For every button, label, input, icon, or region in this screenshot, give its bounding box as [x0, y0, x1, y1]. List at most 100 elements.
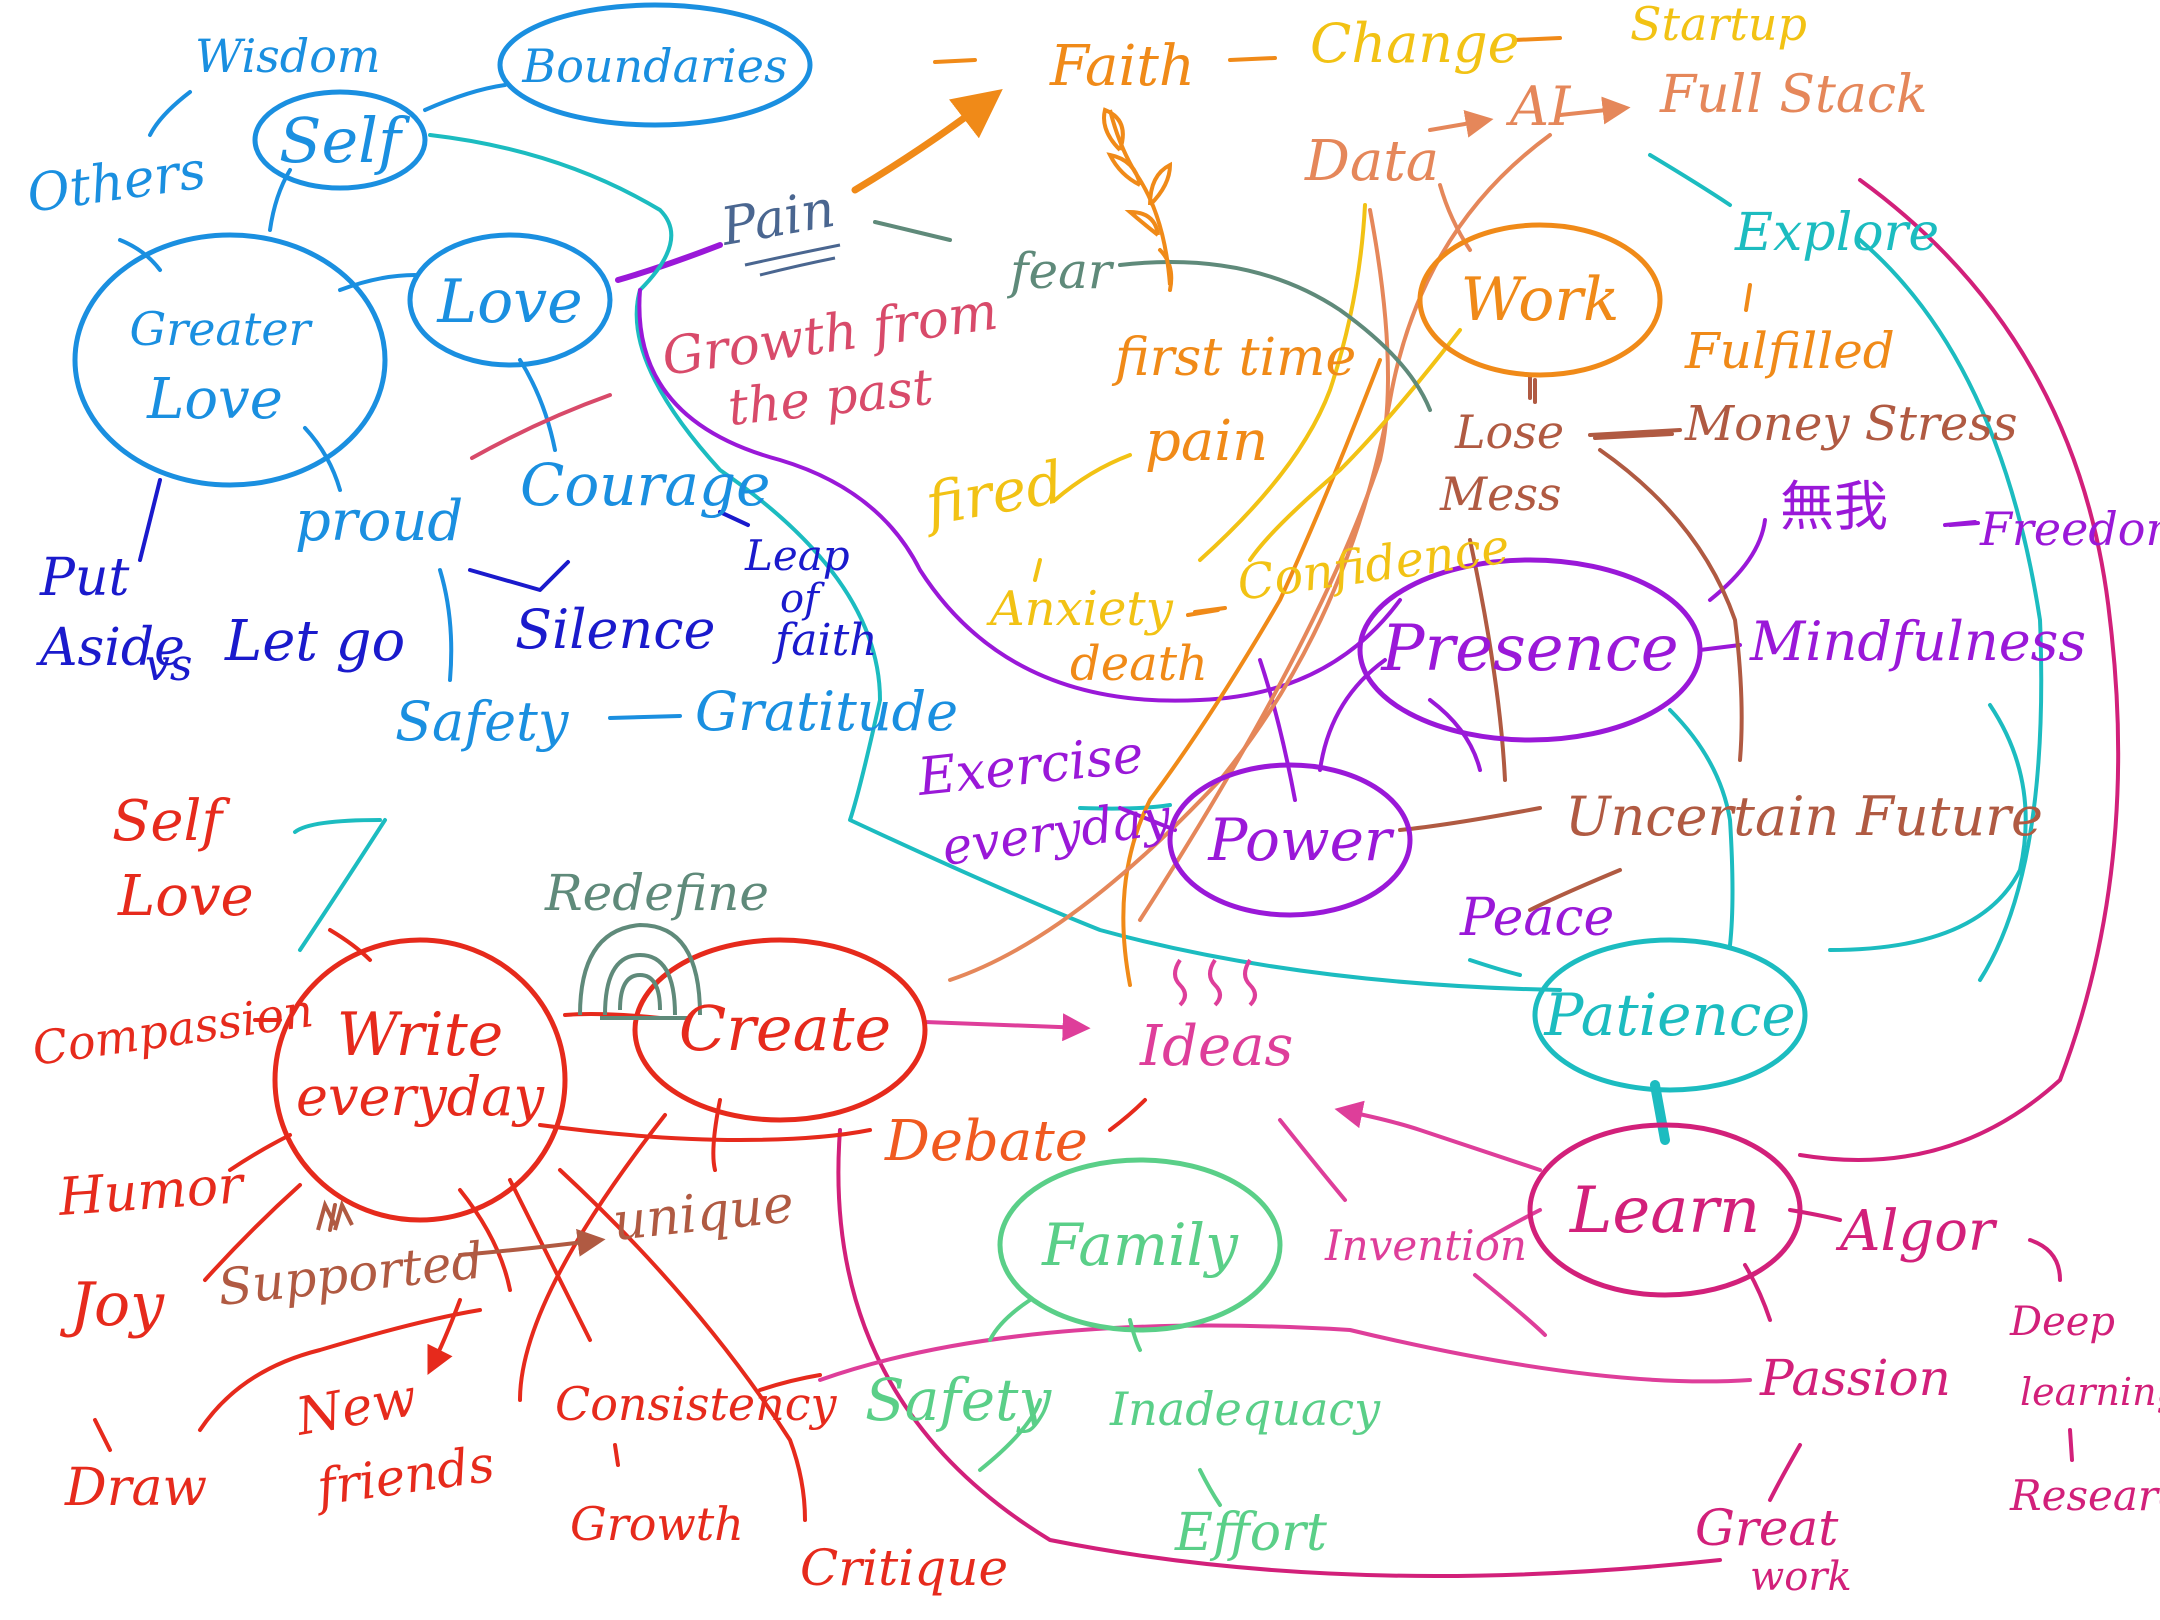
link-data-work: [1438, 183, 1472, 252]
label-supported: Supported: [215, 1231, 486, 1317]
label-critique: Critique: [800, 1539, 1008, 1597]
link-self-greaterlove: [268, 168, 292, 232]
red-write-down: [458, 1188, 512, 1292]
label-startup: Startup: [1630, 0, 1807, 51]
label-explore: Explore: [1734, 203, 1939, 263]
label-vs: vs: [145, 640, 192, 691]
label-safety: Safety: [395, 690, 570, 753]
family-ellipse: [997, 1157, 1283, 1333]
green-safety-down: [978, 1398, 1042, 1472]
label-freedom: Freedom: [1979, 502, 2160, 556]
label-research: Research: [2009, 1471, 2160, 1520]
arrow-pain-faith: [851, 89, 1003, 194]
label-money-stress: Money Stress: [1684, 396, 2018, 452]
pink-inv-down: [1473, 1273, 1547, 1337]
supported-arrows-icon: [316, 1199, 354, 1231]
presence-ellipse: [1357, 557, 1703, 743]
learn-ellipse: [1527, 1122, 1803, 1298]
pink-family-passion: [818, 1323, 1752, 1384]
label-pain: Pain: [716, 179, 839, 258]
love-ellipse: [407, 232, 613, 368]
link-data-ai: [1428, 110, 1494, 138]
label-great: Great: [1695, 1499, 1839, 1557]
gray-fear-lose: [1118, 260, 1432, 412]
node-greater-love-1: Greater: [129, 302, 313, 356]
node-write-2: everyday: [296, 1065, 546, 1128]
label-joy: Joy: [59, 1270, 165, 1340]
label-mindfulness: Mindfulness: [1749, 610, 2086, 673]
red-draw-loop: [198, 1308, 482, 1432]
node-create: Create: [679, 992, 891, 1065]
red-consist-growth: [613, 1443, 620, 1467]
red-selflove-write: [328, 928, 372, 962]
green-family-inad: [1128, 1318, 1142, 1352]
purple-presence-power2: [1318, 658, 1387, 772]
label-draw: Draw: [64, 1458, 207, 1518]
teal-presence-patience: [1668, 708, 1735, 947]
link-others-greaterlove: [118, 238, 162, 272]
label-death: death: [1070, 636, 1208, 692]
free-labels: Wisdom Others proud Courage Put Aside vs…: [23, 0, 2160, 1600]
purple-presence-freedom: [1708, 518, 1767, 602]
pink-create-ideas: [923, 1013, 1091, 1042]
write-ellipse: [272, 937, 568, 1223]
label-debate: Debate: [884, 1109, 1088, 1174]
connectors: [93, 36, 2121, 1578]
power-ellipse: [1167, 762, 1413, 918]
link-fulfilled-explore: [1744, 283, 1752, 312]
purple-presence-power: [1258, 658, 1297, 802]
yellow-work-down: [1248, 328, 1462, 562]
node-power: Power: [1207, 806, 1395, 874]
label-proud: proud: [295, 489, 463, 554]
label-aside: Aside: [36, 618, 185, 678]
self-ellipse: [252, 89, 428, 191]
label-mess: Mess: [1439, 467, 1562, 521]
red-debate-ideas: [1108, 1098, 1147, 1132]
link-courage-leap: [718, 510, 750, 527]
label-compassion: Compassion: [29, 983, 316, 1076]
label-algor: Algor: [1835, 1199, 1998, 1264]
magenta-learn-passion: [1743, 1263, 1772, 1322]
sprout-icon: [1102, 107, 1173, 286]
teal-self-to-write: [298, 818, 387, 952]
label-pain2: pain: [1145, 409, 1268, 474]
node-presence: Presence: [1380, 612, 1678, 686]
link-greaterlove-love: [338, 273, 417, 292]
node-boundaries: Boundaries: [521, 39, 787, 93]
label-deep: Deep: [2009, 1299, 2115, 1345]
label-work-bottom: work: [1750, 1554, 1852, 1600]
label-passion: Passion: [1759, 1349, 1951, 1407]
node-work: Work: [1461, 265, 1620, 335]
red-write-consistency: [508, 1178, 592, 1342]
redefine-arches-icon: [578, 922, 702, 1020]
pain-underline: [744, 243, 841, 277]
node-patience: Patience: [1543, 981, 1795, 1049]
link-uncertain-peace: [1528, 868, 1622, 912]
label-gratitude: Gratitude: [695, 680, 958, 743]
patience-ellipse: [1532, 937, 1808, 1093]
purple-presence-mindful: [1698, 643, 1742, 652]
create-ellipse: [632, 937, 928, 1123]
link-love-pain: [615, 242, 723, 283]
node-love: Love: [436, 267, 582, 337]
label-peace: Peace: [1459, 888, 1614, 948]
label-growth-bottom: Growth: [570, 1497, 744, 1551]
node-shapes: [72, 2, 1808, 1333]
label-ideas: Ideas: [1139, 1014, 1293, 1079]
node-write-1: Write: [337, 1000, 503, 1070]
node-learn: Learn: [1569, 1174, 1760, 1248]
label-wisdom: Wisdom: [195, 29, 381, 83]
label-wuwo: 無我: [1780, 475, 1888, 538]
link-lose-uncertain: [1598, 448, 1744, 762]
label-of: of: [780, 576, 825, 622]
work-ellipse: [1417, 222, 1663, 378]
label-self-love-2: Love: [117, 864, 254, 929]
label-fulfilled: Fulfilled: [1684, 322, 1895, 380]
gray-pain-fear: [873, 220, 952, 242]
red-humor-write: [228, 1133, 292, 1172]
greater-love-ellipse: [72, 232, 388, 488]
label-effort: Effort: [1174, 1503, 1327, 1563]
label-ai: AI: [1505, 75, 1572, 138]
